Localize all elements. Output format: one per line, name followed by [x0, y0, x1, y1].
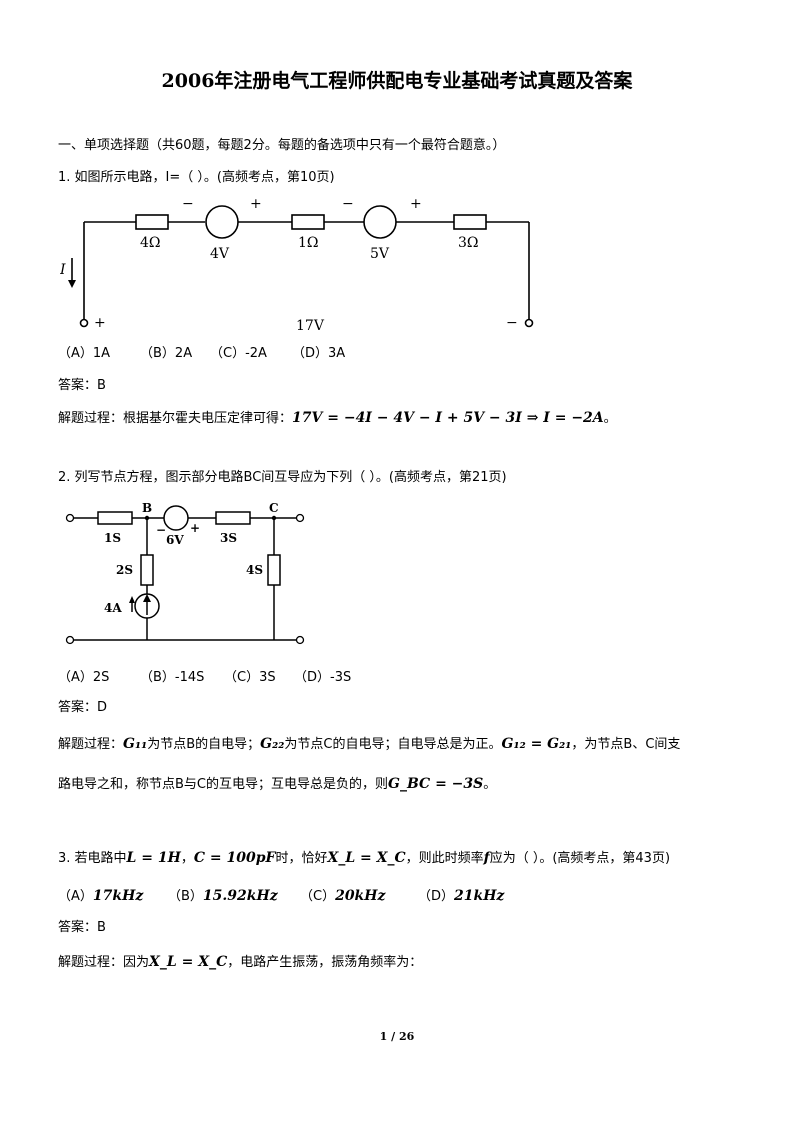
q2-node-b: B — [142, 501, 152, 515]
q3-stem-d: 应为（ ）。(高频考点，第43页) — [489, 851, 671, 866]
q2-option-a[interactable]: （A）2S — [58, 670, 110, 685]
q3-option-a-label: （A） — [58, 889, 93, 904]
q1-v1-label: 4V — [210, 246, 230, 262]
q2-gbc: G_BC = −3S — [388, 776, 484, 792]
q1-v2-label: 5V — [370, 246, 390, 262]
q1-solution: 解题过程：根据基尔霍夫电压定律可得：17V = −4I − 4V − I + 5… — [58, 408, 617, 429]
page-title: 2006年注册电气工程师供配电专业基础考试真题及答案 — [161, 70, 633, 92]
q1-solution-label: 解题过程：根据基尔霍夫电压定律可得： — [58, 411, 293, 426]
q2-isrc-label: 4A — [104, 601, 122, 615]
q2-sol-a1: 为节点B的自电导； — [147, 737, 261, 752]
q2-g3-label: 3S — [220, 531, 237, 545]
q2-g22: G₂₂ — [260, 736, 285, 752]
q3-options: （A）17kHz（B）15.92kHz（C）20kHz（D）21kHz — [58, 886, 504, 907]
q1-current-label: I — [60, 262, 66, 278]
q2-options: （A）2S （B）-14S （C）3S （D）-3S — [58, 668, 351, 688]
q3-option-a[interactable]: （A）17kHz — [58, 886, 168, 907]
section-heading: 一、单项选择题（共60题，每题2分。每题的备选项中只有一个最符合题意。） — [58, 138, 506, 153]
q1-r3-label: 3Ω — [458, 235, 479, 251]
q2-option-d[interactable]: （D）-3S — [294, 670, 352, 685]
q1-option-d[interactable]: （D）3A — [292, 346, 346, 361]
q3-capacitance: C = 100pF — [193, 850, 276, 866]
q2-solution-line1: 解题过程：G₁₁为节点B的自电导；G₂₂为节点C的自电导；自电导总是为正。G₁₂… — [58, 734, 680, 755]
q2-sol-b1: 路电导之和，称节点B与C的互电导；互电导总是负的，则 — [58, 777, 388, 792]
q2-sol-label: 解题过程： — [58, 737, 124, 752]
q2-minus: − — [156, 523, 166, 537]
q2-node-c: C — [269, 501, 279, 515]
q2-option-b[interactable]: （B）-14S — [140, 670, 205, 685]
q2-g2-label: 2S — [116, 563, 133, 577]
q1-minus-v2: − — [342, 196, 354, 212]
q1-plus-v2: + — [410, 196, 422, 212]
q2-sol-b2: 。 — [483, 777, 497, 792]
q3-xl-xc: X_L = X_C — [327, 850, 406, 866]
q2-answer: 答案：D — [58, 700, 108, 715]
q1-r2-label: 1Ω — [298, 235, 319, 251]
q2-sol-a2: 为节点C的自电导；自电导总是为正。 — [284, 737, 502, 752]
q2-circuit-diagram: B C 1S 6V 3S 2S 4S 4A − + — [65, 501, 305, 645]
q1-plus-v1: + — [250, 196, 262, 212]
q1-minus-terminal: − — [506, 315, 518, 331]
q3-sol-math: X_L = X_C — [149, 954, 228, 970]
q1-minus-v1: − — [182, 196, 194, 212]
q2-solution-line2: 路电导之和，称节点B与C的互电导；互电导总是负的，则G_BC = −3S。 — [58, 774, 496, 795]
q1-solution-end: 。 — [603, 411, 617, 426]
q3-comma: ， — [180, 851, 194, 866]
q1-solution-equation: 17V = −4I − 4V − I + 5V − 3I ⇒ I = −2A — [292, 410, 604, 426]
q3-sol-b: ，电路产生振荡，振荡角频率为： — [227, 955, 423, 970]
q3-stem-b: 时，恰好 — [275, 851, 328, 866]
q3-option-a-value: 17kHz — [92, 888, 144, 904]
q2-v-label: 6V — [166, 533, 184, 547]
q3-f: f — [483, 850, 490, 866]
q3-answer: 答案：B — [58, 920, 106, 935]
q1-option-b[interactable]: （B）2A — [140, 346, 193, 361]
q1-option-a[interactable]: （A）1A — [58, 346, 111, 361]
q1-r1-label: 4Ω — [140, 235, 161, 251]
q3-sol-a: 解题过程：因为 — [58, 955, 150, 970]
q1-circuit-diagram: 4Ω 4V 1Ω 5V 3Ω 17V I − + − + + − — [60, 196, 534, 334]
q3-option-b[interactable]: （B）15.92kHz — [168, 886, 300, 907]
q1-options: （A）1A （B）2A （C）-2A （D）3A — [58, 344, 345, 364]
q2-g1-label: 1S — [104, 531, 121, 545]
q1-total-voltage: 17V — [296, 318, 325, 334]
q3-stem: 3. 若电路中L = 1H，C = 100pF时，恰好X_L = X_C，则此时… — [58, 848, 670, 869]
q3-option-c-value: 20kHz — [335, 888, 386, 904]
q3-option-b-label: （B） — [168, 889, 203, 904]
q1-option-c[interactable]: （C）-2A — [210, 346, 267, 361]
q1-answer: 答案：B — [58, 378, 106, 393]
q3-option-b-value: 15.92kHz — [202, 888, 278, 904]
page-number: 1 / 26 — [379, 1030, 415, 1043]
q2-g11: G₁₁ — [123, 736, 148, 752]
q3-solution: 解题过程：因为X_L = X_C，电路产生振荡，振荡角频率为： — [58, 952, 422, 973]
q2-stem: 2. 列写节点方程，图示部分电路BC间互导应为下列（ ）。(高频考点，第21页) — [58, 470, 507, 485]
q3-option-c[interactable]: （C）20kHz — [300, 886, 418, 907]
q2-plus: + — [190, 521, 200, 535]
q2-g4-label: 4S — [246, 563, 263, 577]
q3-stem-a: 3. 若电路中 — [58, 851, 127, 866]
q1-stem: 1. 如图所示电路，I=（ ）。(高频考点，第10页) — [58, 170, 335, 185]
q3-option-d[interactable]: （D）21kHz — [418, 886, 504, 907]
q3-inductance: L = 1H — [126, 850, 181, 866]
q3-stem-c: ，则此时频率 — [405, 851, 484, 866]
q3-option-c-label: （C） — [300, 889, 336, 904]
q3-option-d-label: （D） — [418, 889, 455, 904]
q3-option-d-value: 21kHz — [454, 888, 505, 904]
q2-option-c[interactable]: （C）3S — [224, 670, 276, 685]
q1-plus-terminal: + — [94, 315, 106, 331]
q2-sol-a3: ，为节点B、C间支 — [571, 737, 681, 752]
q2-g12: G₁₂ = G₂₁ — [501, 736, 572, 752]
